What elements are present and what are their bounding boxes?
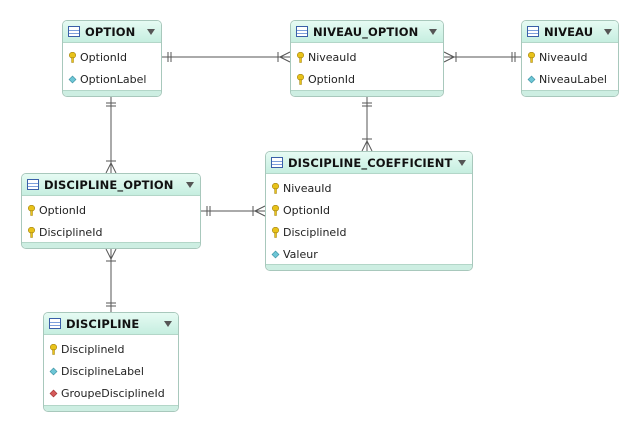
chevron-down-icon[interactable] (186, 181, 194, 188)
column-row[interactable]: OptionId (266, 199, 472, 221)
column-name: DisciplineId (61, 342, 125, 356)
key-icon (297, 73, 304, 85)
table-icon (271, 157, 283, 168)
key-icon (297, 51, 304, 63)
relationship-discipline-discipline_option (105, 248, 117, 312)
table-footer (44, 405, 178, 411)
column-name: NiveauId (283, 181, 332, 195)
column-row[interactable]: OptionId (63, 46, 161, 68)
relationship-option-niveau_option (162, 51, 291, 63)
column-row[interactable]: DisciplineId (266, 221, 472, 243)
table-title: OPTION (85, 24, 136, 39)
table-footer (22, 242, 200, 248)
diamond-icon (68, 75, 77, 83)
column-row[interactable]: OptionId (22, 199, 200, 221)
diamond-icon (49, 367, 58, 375)
column-name: OptionId (80, 50, 127, 64)
table-header[interactable]: DISCIPLINE_COEFFICIENT (266, 152, 472, 174)
column-name: GroupeDisciplineId (61, 386, 165, 400)
table-footer (266, 264, 472, 270)
table-header[interactable]: NIVEAU_OPTION (291, 21, 443, 43)
relationship-niveau-niveau_option (443, 51, 521, 63)
table-footer (291, 90, 443, 96)
key-icon (528, 51, 535, 63)
column-name: DisciplineId (283, 225, 347, 239)
table-title: DISCIPLINE_OPTION (44, 177, 174, 192)
key-icon (272, 204, 279, 216)
key-icon (272, 226, 279, 238)
key-icon (50, 343, 57, 355)
table-header[interactable]: DISCIPLINE_OPTION (22, 174, 200, 196)
table-footer (522, 90, 618, 96)
column-row[interactable]: DisciplineId (44, 338, 178, 360)
key-icon (272, 182, 279, 194)
relationship-niveau_option-discipline_coefficient (361, 97, 373, 152)
relationship-option-discipline_option (105, 97, 117, 174)
table-icon (49, 318, 61, 329)
red-diamond-icon (49, 389, 58, 397)
diamond-icon (271, 250, 280, 258)
column-name: OptionId (283, 203, 330, 217)
column-name: OptionId (39, 203, 86, 217)
column-name: NiveauId (308, 50, 357, 64)
column-row[interactable]: NiveauId (266, 177, 472, 199)
diamond-icon (527, 75, 536, 83)
column-row[interactable]: OptionLabel (63, 68, 161, 90)
chevron-down-icon[interactable] (458, 159, 466, 166)
column-name: Valeur (283, 247, 318, 261)
table-title: DISCIPLINE (66, 316, 140, 331)
column-name: DisciplineId (39, 225, 103, 239)
column-name: NiveauLabel (539, 72, 607, 86)
column-row[interactable]: OptionId (291, 68, 443, 90)
column-name: OptionLabel (80, 72, 147, 86)
column-row[interactable]: NiveauId (291, 46, 443, 68)
table-icon (27, 179, 39, 190)
table-footer (63, 90, 161, 96)
chevron-down-icon[interactable] (429, 28, 437, 35)
table-icon (68, 26, 80, 37)
column-row[interactable]: NiveauId (522, 46, 618, 68)
table-title: NIVEAU_OPTION (313, 24, 419, 39)
column-row[interactable]: Valeur (266, 243, 472, 265)
relationship-discipline_option-discipline_coefficient (201, 205, 266, 217)
column-name: OptionId (308, 72, 355, 86)
key-icon (28, 204, 35, 216)
column-row[interactable]: DisciplineLabel (44, 360, 178, 382)
column-row[interactable]: NiveauLabel (522, 68, 618, 90)
table-title: NIVEAU (544, 24, 594, 39)
chevron-down-icon[interactable] (147, 28, 155, 35)
chevron-down-icon[interactable] (604, 28, 612, 35)
column-row[interactable]: GroupeDisciplineId (44, 382, 178, 404)
column-row[interactable]: DisciplineId (22, 221, 200, 243)
chevron-down-icon[interactable] (164, 320, 172, 327)
table-icon (527, 26, 539, 37)
table-title: DISCIPLINE_COEFFICIENT (288, 155, 453, 170)
column-name: NiveauId (539, 50, 588, 64)
table-header[interactable]: OPTION (63, 21, 161, 43)
table-icon (296, 26, 308, 37)
key-icon (28, 226, 35, 238)
column-name: DisciplineLabel (61, 364, 144, 378)
table-header[interactable]: NIVEAU (522, 21, 618, 43)
table-header[interactable]: DISCIPLINE (44, 313, 178, 335)
key-icon (69, 51, 76, 63)
